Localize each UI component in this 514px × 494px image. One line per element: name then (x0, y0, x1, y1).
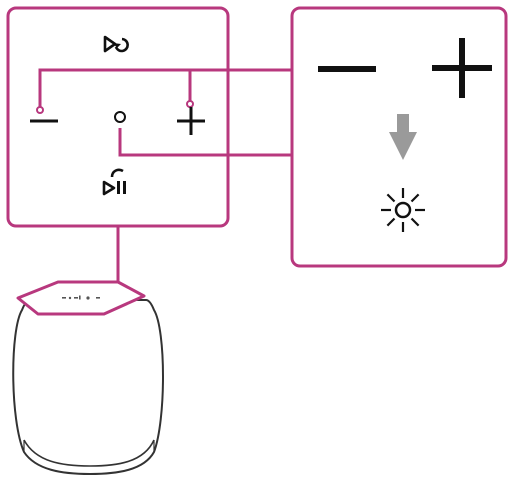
circle-indicator-icon (114, 111, 126, 123)
connector-dot-minus (36, 106, 44, 114)
bluetooth-pairing-icon (103, 35, 129, 53)
arrow-down-icon (389, 114, 417, 160)
speaker-icon (12, 280, 164, 476)
light-ray (386, 217, 396, 227)
call-play-pause-icon (102, 168, 126, 196)
connector-lines (38, 68, 292, 157)
step-plus-icon (432, 38, 492, 98)
plus-icon (177, 107, 205, 135)
speaker-top-highlight (16, 280, 146, 316)
operation-callout (290, 6, 508, 268)
light-ray (386, 193, 396, 203)
blinking-light-icon (381, 188, 425, 232)
connector-dot-plus (186, 100, 194, 108)
light-ray (410, 217, 420, 227)
speaker-top-buttons (62, 295, 100, 300)
light-ray (410, 193, 420, 203)
